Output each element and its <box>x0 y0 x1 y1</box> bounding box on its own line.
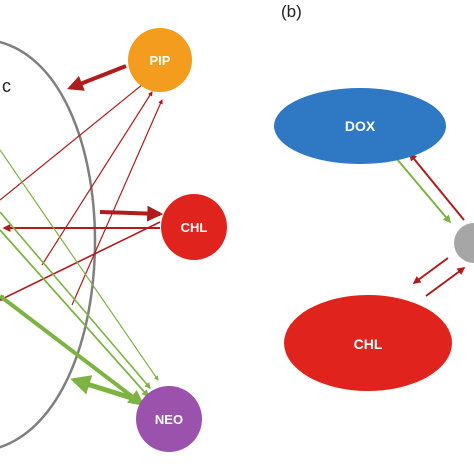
panel-a-partial-label: c <box>2 76 11 96</box>
panel-a: c PIP CHL NEO <box>0 28 227 452</box>
arrow-thick-green-from-neo <box>70 375 139 403</box>
arrow-red-hub-to-dox <box>408 152 465 221</box>
node-pip-circle <box>128 28 192 92</box>
arrow-thick-green-to-neo <box>0 294 145 406</box>
arrow-thin-green-to-neo-1 <box>0 149 159 381</box>
node-chl-b-label: CHL <box>354 336 383 352</box>
arrow-green-dox-to-hub <box>395 157 452 224</box>
node-dox: DOX <box>274 88 446 164</box>
arrow-thin-red-to-pip-2 <box>71 99 163 306</box>
node-chl-a-circle <box>161 194 227 260</box>
node-chl-b-ellipse <box>284 295 452 391</box>
node-pip: PIP <box>128 28 192 92</box>
node-hub-circle <box>454 223 474 263</box>
node-dox-label: DOX <box>345 118 376 134</box>
panel-b: (b) DOX CHL <box>274 2 474 391</box>
panel-b-label: (b) <box>281 2 302 21</box>
node-neo-circle <box>136 386 202 452</box>
node-dox-ellipse <box>274 88 446 164</box>
node-chl-b: CHL <box>284 295 452 391</box>
arrow-red-hub-to-chl <box>412 257 449 284</box>
node-neo: NEO <box>136 386 202 452</box>
arrow-thin-green-to-neo-2 <box>0 211 151 389</box>
node-chl-a-label: CHL <box>181 220 208 235</box>
node-pip-label: PIP <box>150 53 171 68</box>
node-chl-a: CHL <box>161 194 227 260</box>
arrow-red-chl-to-hub <box>425 267 466 297</box>
arrow-thin-red-to-pip-1 <box>0 79 149 201</box>
arrow-thick-red-to-chl <box>99 205 164 222</box>
arrow-red-chl-cross <box>0 221 161 301</box>
arrow-thin-red-to-pip-3 <box>41 91 153 266</box>
node-hub <box>454 223 474 263</box>
arrow-thick-red-from-pip <box>67 64 127 91</box>
population-boundary-arc <box>0 41 97 449</box>
arrow-green-to-neo-3 <box>0 229 149 398</box>
node-neo-label: NEO <box>155 412 183 427</box>
